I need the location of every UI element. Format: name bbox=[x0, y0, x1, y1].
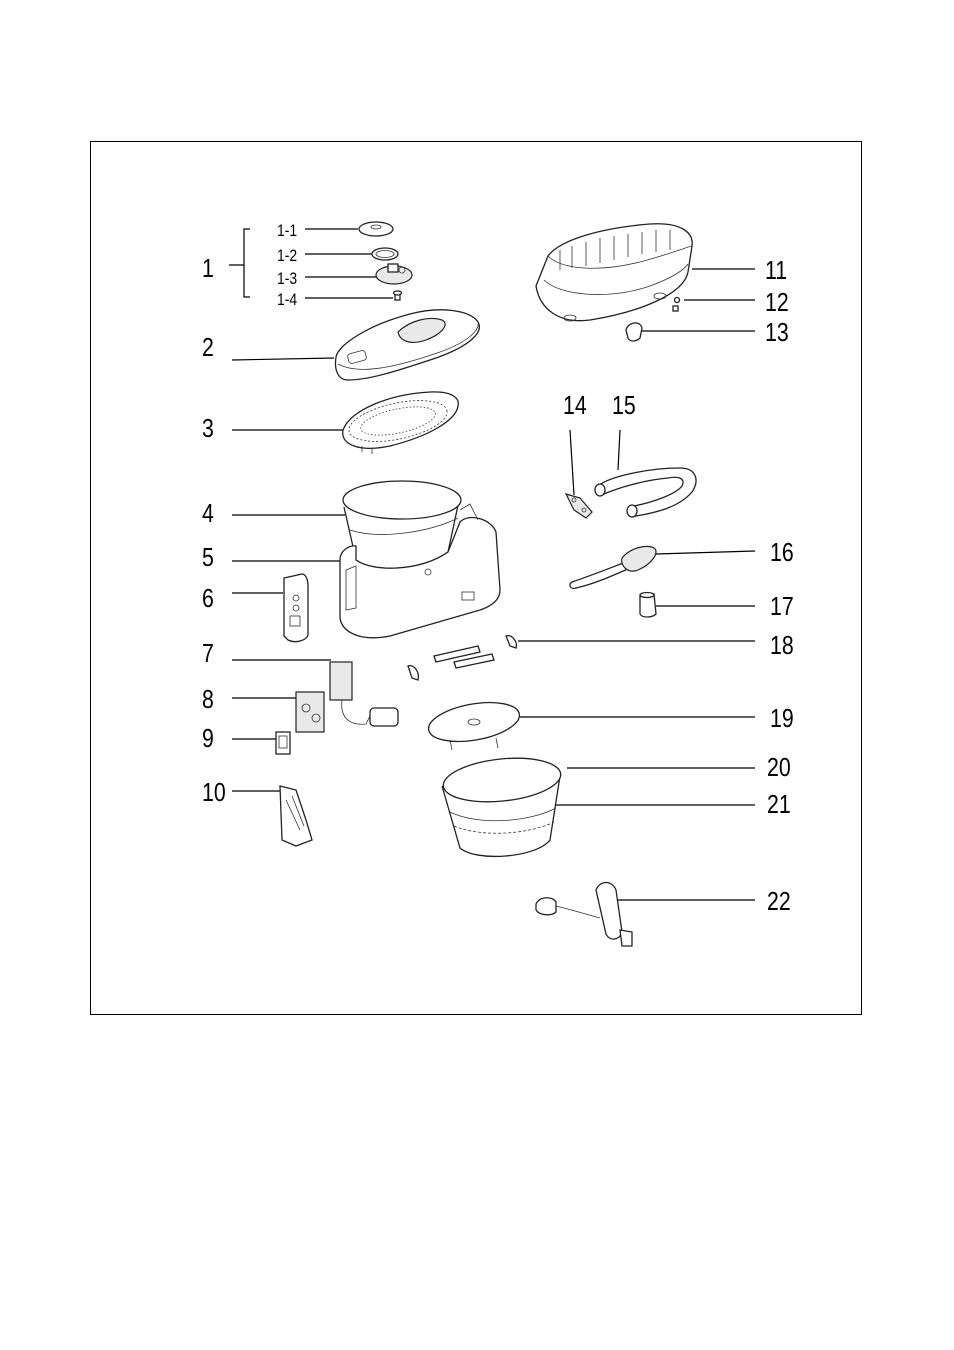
label-5: 5 bbox=[202, 543, 214, 573]
leader-14 bbox=[569, 429, 575, 496]
diagram-frame bbox=[90, 141, 862, 1015]
label-15: 15 bbox=[612, 391, 636, 421]
label-4: 4 bbox=[202, 499, 214, 529]
part-19-heating-plate bbox=[427, 701, 521, 751]
part-8-board bbox=[295, 691, 325, 733]
part-9-label-plate bbox=[275, 731, 291, 755]
part-labels: 1 1-1 1-2 1-3 1-4 2 3 4 5 6 7 8 9 10 11 … bbox=[202, 222, 794, 917]
label-19: 19 bbox=[770, 704, 794, 734]
label-21: 21 bbox=[767, 790, 791, 820]
label-1-1: 1-1 bbox=[277, 222, 297, 241]
label-13: 13 bbox=[765, 318, 789, 348]
label-1-2: 1-2 bbox=[277, 247, 297, 266]
label-22: 22 bbox=[767, 887, 791, 917]
part-18-clips bbox=[407, 635, 518, 681]
label-14: 14 bbox=[563, 391, 587, 421]
label-2: 2 bbox=[202, 333, 214, 363]
part-6-control-panel bbox=[283, 573, 309, 643]
label-18: 18 bbox=[770, 631, 794, 661]
part-7-pcb bbox=[329, 661, 399, 727]
label-3: 3 bbox=[202, 414, 214, 444]
leader-16 bbox=[655, 550, 756, 555]
part-1-3-valve bbox=[375, 263, 413, 285]
part-22-power-cord bbox=[535, 881, 633, 947]
label-17: 17 bbox=[770, 592, 794, 622]
label-1: 1 bbox=[202, 254, 214, 284]
bracket-1 bbox=[229, 228, 250, 298]
part-10-bracket bbox=[279, 785, 313, 847]
part-20-21-base bbox=[441, 757, 562, 857]
part-3-steam-plate bbox=[342, 391, 459, 454]
label-12: 12 bbox=[765, 288, 789, 318]
label-1-3: 1-3 bbox=[277, 270, 297, 289]
label-8: 8 bbox=[202, 685, 214, 715]
leader-2 bbox=[231, 357, 335, 361]
part-1-2-seal bbox=[371, 247, 399, 261]
part-5-body bbox=[339, 503, 501, 639]
part-11-water-tray bbox=[535, 223, 693, 322]
part-13-foot bbox=[625, 322, 643, 342]
label-10: 10 bbox=[202, 778, 226, 808]
part-4-bowl bbox=[342, 480, 462, 569]
part-17-cap bbox=[639, 591, 657, 618]
label-6: 6 bbox=[202, 584, 214, 614]
part-1-1-cap bbox=[358, 221, 394, 237]
part-12-screw bbox=[672, 296, 681, 312]
part-14-clip bbox=[564, 493, 593, 519]
part-2-lid bbox=[334, 309, 480, 381]
label-16: 16 bbox=[770, 538, 794, 568]
label-7: 7 bbox=[202, 639, 214, 669]
leader-15 bbox=[617, 429, 621, 471]
part-16-brush bbox=[569, 545, 657, 590]
part-1-4-screw bbox=[392, 290, 403, 301]
leader-lines bbox=[229, 228, 756, 901]
label-9: 9 bbox=[202, 724, 214, 754]
label-1-4: 1-4 bbox=[277, 291, 297, 310]
label-20: 20 bbox=[767, 753, 791, 783]
label-11: 11 bbox=[765, 256, 787, 286]
part-15-handle bbox=[594, 467, 697, 518]
